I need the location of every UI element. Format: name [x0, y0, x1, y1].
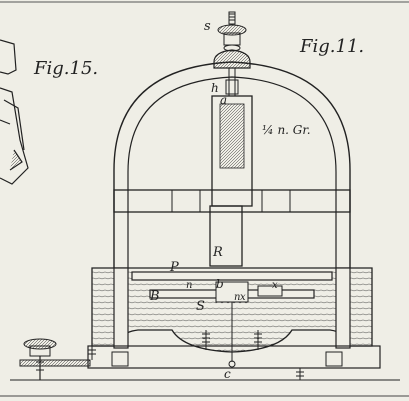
top-boss: [213, 49, 251, 69]
screw-left: [202, 330, 210, 350]
crossbar: [113, 189, 351, 213]
fig11-label: Fig.11.: [299, 36, 364, 57]
label-x: x: [240, 292, 246, 303]
arch-inner: [127, 76, 337, 268]
label-S: S: [196, 299, 205, 314]
label-c: c: [224, 367, 231, 381]
label-n1: n: [186, 280, 192, 291]
screw-right: [254, 330, 262, 350]
label-s: s: [204, 19, 211, 34]
label-B: B: [149, 289, 160, 304]
top-screw: [217, 11, 247, 52]
label-h: h: [211, 81, 219, 95]
label-a: a: [220, 93, 227, 107]
pillar-left: [113, 267, 129, 349]
foot-plate: [87, 345, 381, 369]
screw-base-left: [88, 346, 96, 360]
thumbscrew: [19, 338, 91, 380]
scale-note: ¼ n. Gr.: [262, 123, 311, 137]
hook-h: [225, 79, 239, 95]
platen-P: [131, 271, 333, 281]
label-b: b: [216, 277, 224, 291]
fig15-fragment: [0, 39, 29, 185]
rod-R: [209, 205, 243, 267]
label-n2: n: [234, 292, 240, 303]
label-R: R: [212, 245, 223, 260]
label-x2: x: [272, 280, 278, 291]
pillar-right: [335, 267, 351, 349]
fig15-label: Fig.15.: [33, 58, 98, 79]
label-P: P: [169, 260, 179, 275]
